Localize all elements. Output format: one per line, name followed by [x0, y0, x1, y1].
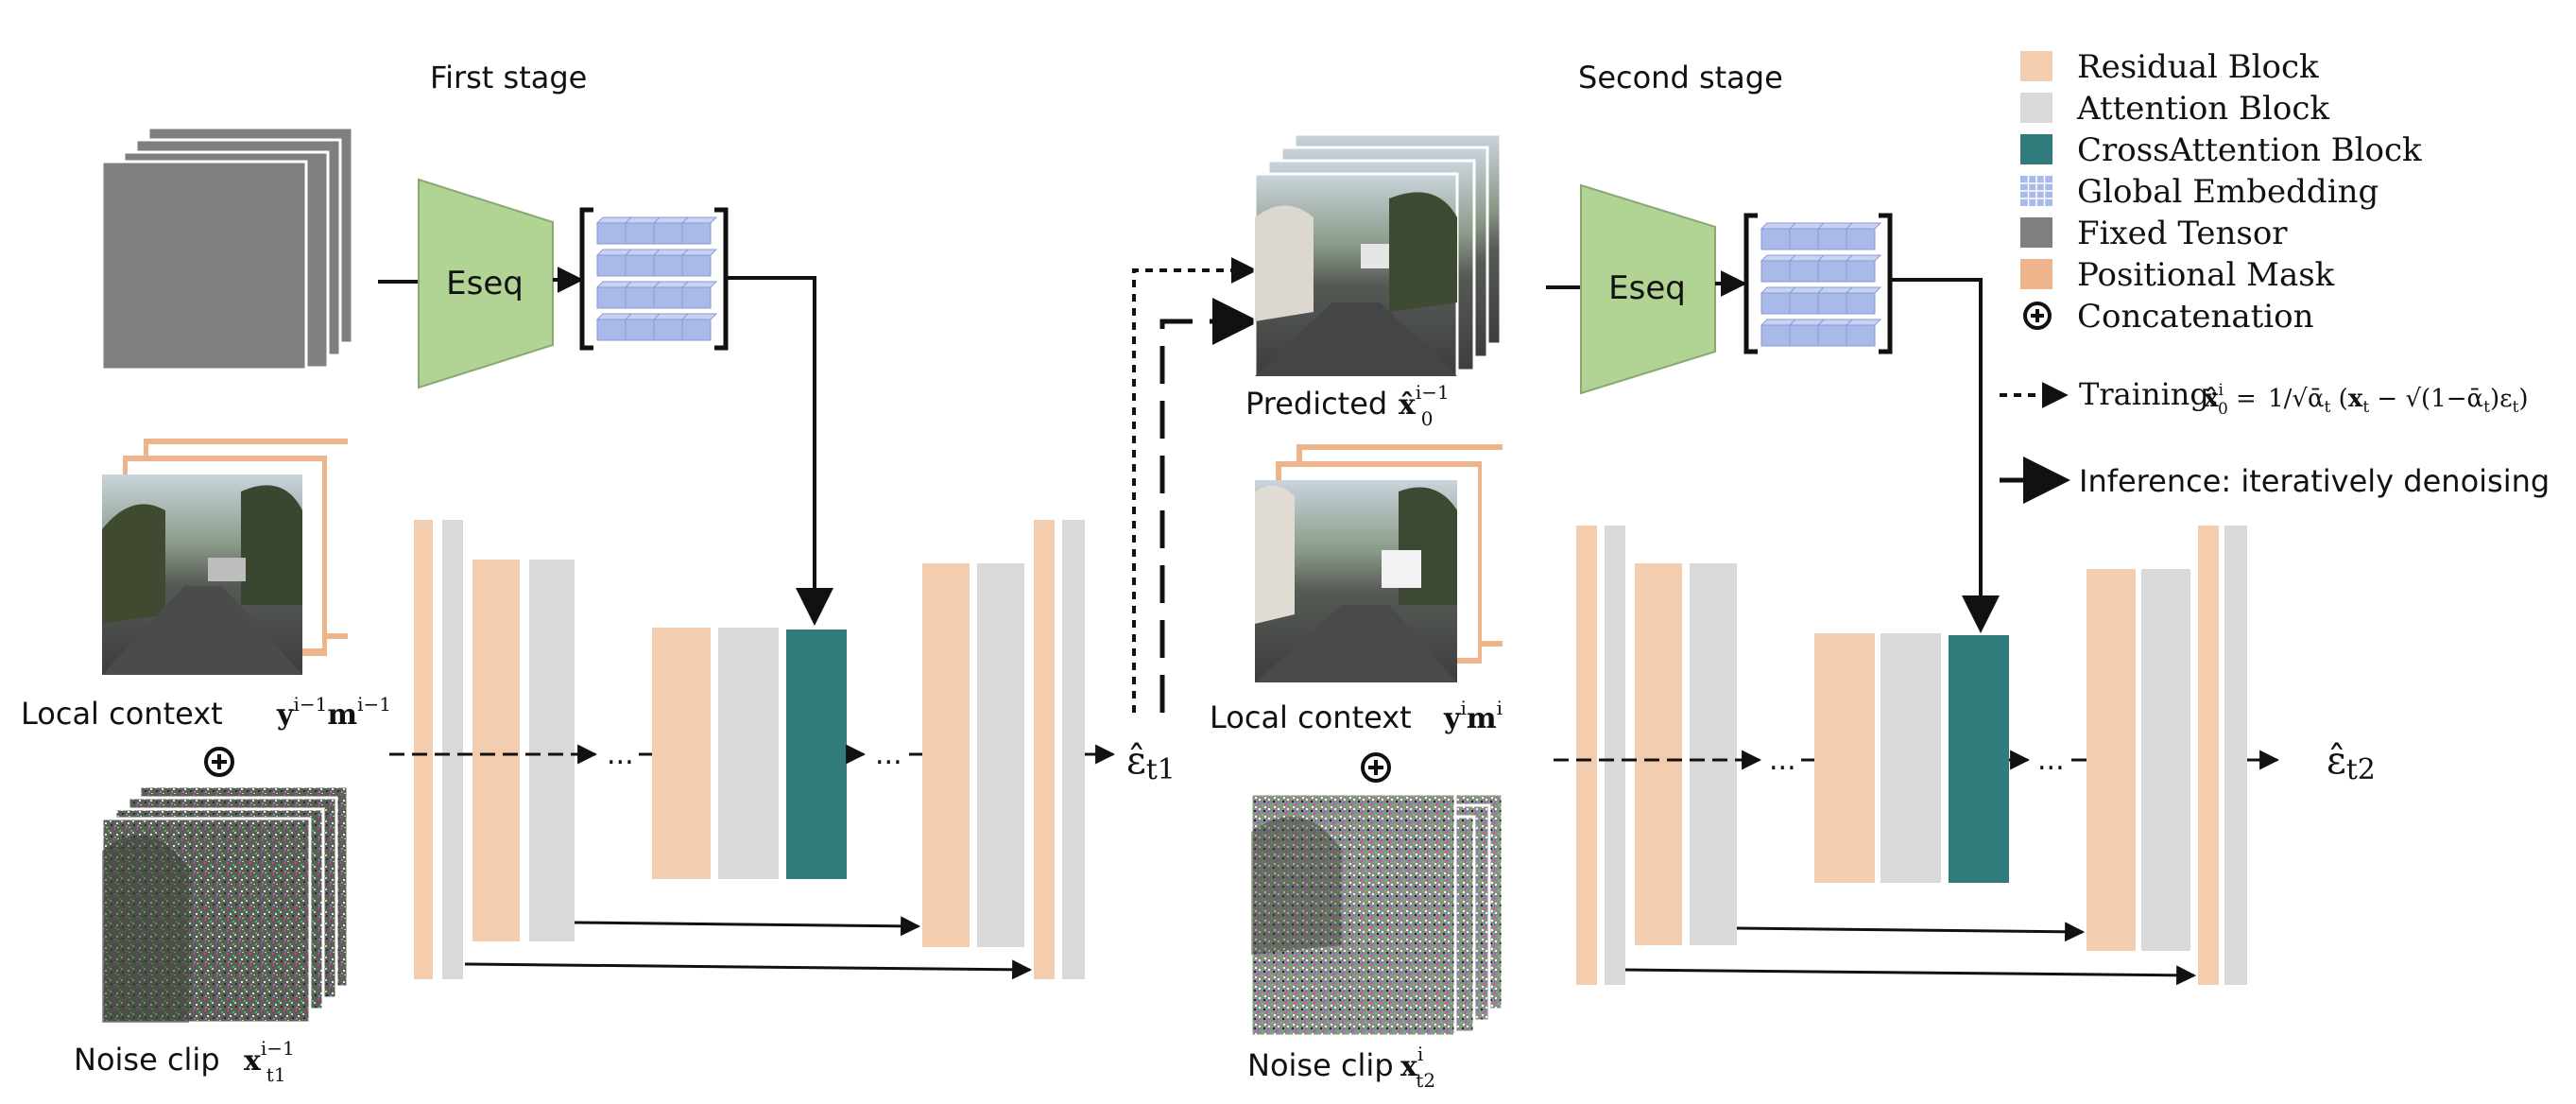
- legend-swatch: [2020, 93, 2052, 123]
- legend-label: Fixed Tensor: [2077, 215, 2288, 252]
- legend-item-attention: Attention Block: [2020, 90, 2329, 128]
- local-context-image-2: [1255, 444, 1503, 682]
- residual-block: [414, 520, 433, 979]
- residual-block: [2087, 569, 2136, 951]
- local-context-math-1: yi−1mi−1: [276, 693, 391, 732]
- legend-training-label: Training:: [2079, 376, 2220, 412]
- svg-text:Eseq: Eseq: [1608, 269, 1686, 307]
- global-embedding-2: [1743, 213, 1893, 354]
- attention-block: [529, 560, 575, 941]
- legend-swatch: [2020, 176, 2052, 206]
- residual-block: [1635, 563, 1682, 945]
- attention-block: [977, 563, 1024, 947]
- output-epsilon-t2: ε̂t2: [2327, 739, 2376, 786]
- attention-block: [2224, 526, 2247, 985]
- predicted-image-stack: [1253, 132, 1503, 378]
- encoder-eseq-1: Eseq: [418, 178, 554, 389]
- cross-attention-block: [1949, 635, 2009, 883]
- legend-label: Global Embedding: [2077, 173, 2379, 211]
- unet-2: [1576, 526, 2247, 985]
- ellipsis-1b: ...: [875, 738, 902, 771]
- attention-block: [2141, 569, 2190, 951]
- cross-attention-block: [786, 630, 847, 879]
- local-context-label-1: Local context: [21, 696, 223, 732]
- legend-swatch: [2020, 217, 2052, 248]
- legend-item-fixed_tensor: Fixed Tensor: [2020, 215, 2288, 252]
- residual-block: [922, 563, 970, 947]
- noise-clip-image-2: [1249, 792, 1504, 1038]
- attention-block: [1880, 633, 1941, 883]
- residual-block: [1034, 520, 1055, 979]
- local-context-label-2: Local context: [1210, 699, 1412, 735]
- legend-item-global_embedding: Global Embedding: [2020, 173, 2379, 211]
- fixed-tensor-stack: [100, 126, 354, 371]
- legend-label: Positional Mask: [2077, 256, 2335, 294]
- legend-label: Attention Block: [2076, 90, 2329, 128]
- noise-clip-label-1: Noise clip: [74, 1042, 220, 1078]
- global-embedding-1: [579, 207, 729, 351]
- legend-item-cross_attention: CrossAttention Block: [2020, 131, 2422, 169]
- svg-text:Eseq: Eseq: [446, 265, 524, 302]
- unet-1: [414, 520, 1085, 979]
- legend-label: Residual Block: [2077, 48, 2319, 86]
- ellipsis-2b: ...: [2037, 744, 2065, 777]
- legend-swatch: [2020, 134, 2052, 164]
- noise-clip-label-2: Noise clip: [1247, 1047, 1394, 1083]
- attention-block: [718, 628, 779, 879]
- attention-block: [1605, 526, 1625, 985]
- legend-item-positional_mask: Positional Mask: [2020, 256, 2335, 294]
- legend-swatch: [2020, 259, 2052, 289]
- ellipsis-1a: ...: [607, 738, 634, 771]
- local-context-math-2: yimi: [1443, 697, 1503, 735]
- legend-inference-label: Inference: iteratively denoising: [2079, 463, 2550, 499]
- ellipsis-2a: ...: [1769, 744, 1796, 777]
- legend-swatch: [2020, 51, 2052, 81]
- legend-item-residual: Residual Block: [2020, 48, 2319, 86]
- predicted-label: Predicted: [1245, 386, 1387, 422]
- concat-icon-1: [204, 747, 234, 777]
- legend-label: CrossAttention Block: [2077, 131, 2422, 169]
- concat-icon: [2023, 302, 2052, 330]
- first-stage-title: First stage: [430, 60, 587, 95]
- residual-block: [1814, 633, 1875, 883]
- legend-label: Concatenation: [2077, 298, 2314, 336]
- concat-icon-2: [1361, 752, 1391, 783]
- legend-item-concat: Concatenation: [2023, 298, 2314, 336]
- attention-block: [1062, 520, 1085, 979]
- noise-clip-image-1: [100, 785, 350, 1025]
- residual-block: [472, 560, 520, 941]
- residual-block: [2198, 526, 2219, 985]
- residual-block: [652, 628, 711, 879]
- attention-block: [442, 520, 463, 979]
- output-epsilon-t1: ε̂t1: [1126, 739, 1176, 786]
- residual-block: [1576, 526, 1597, 985]
- attention-block: [1690, 563, 1737, 945]
- second-stage-title: Second stage: [1578, 60, 1783, 95]
- encoder-eseq-2: Eseq: [1580, 183, 1716, 395]
- local-context-image-1: [102, 439, 349, 675]
